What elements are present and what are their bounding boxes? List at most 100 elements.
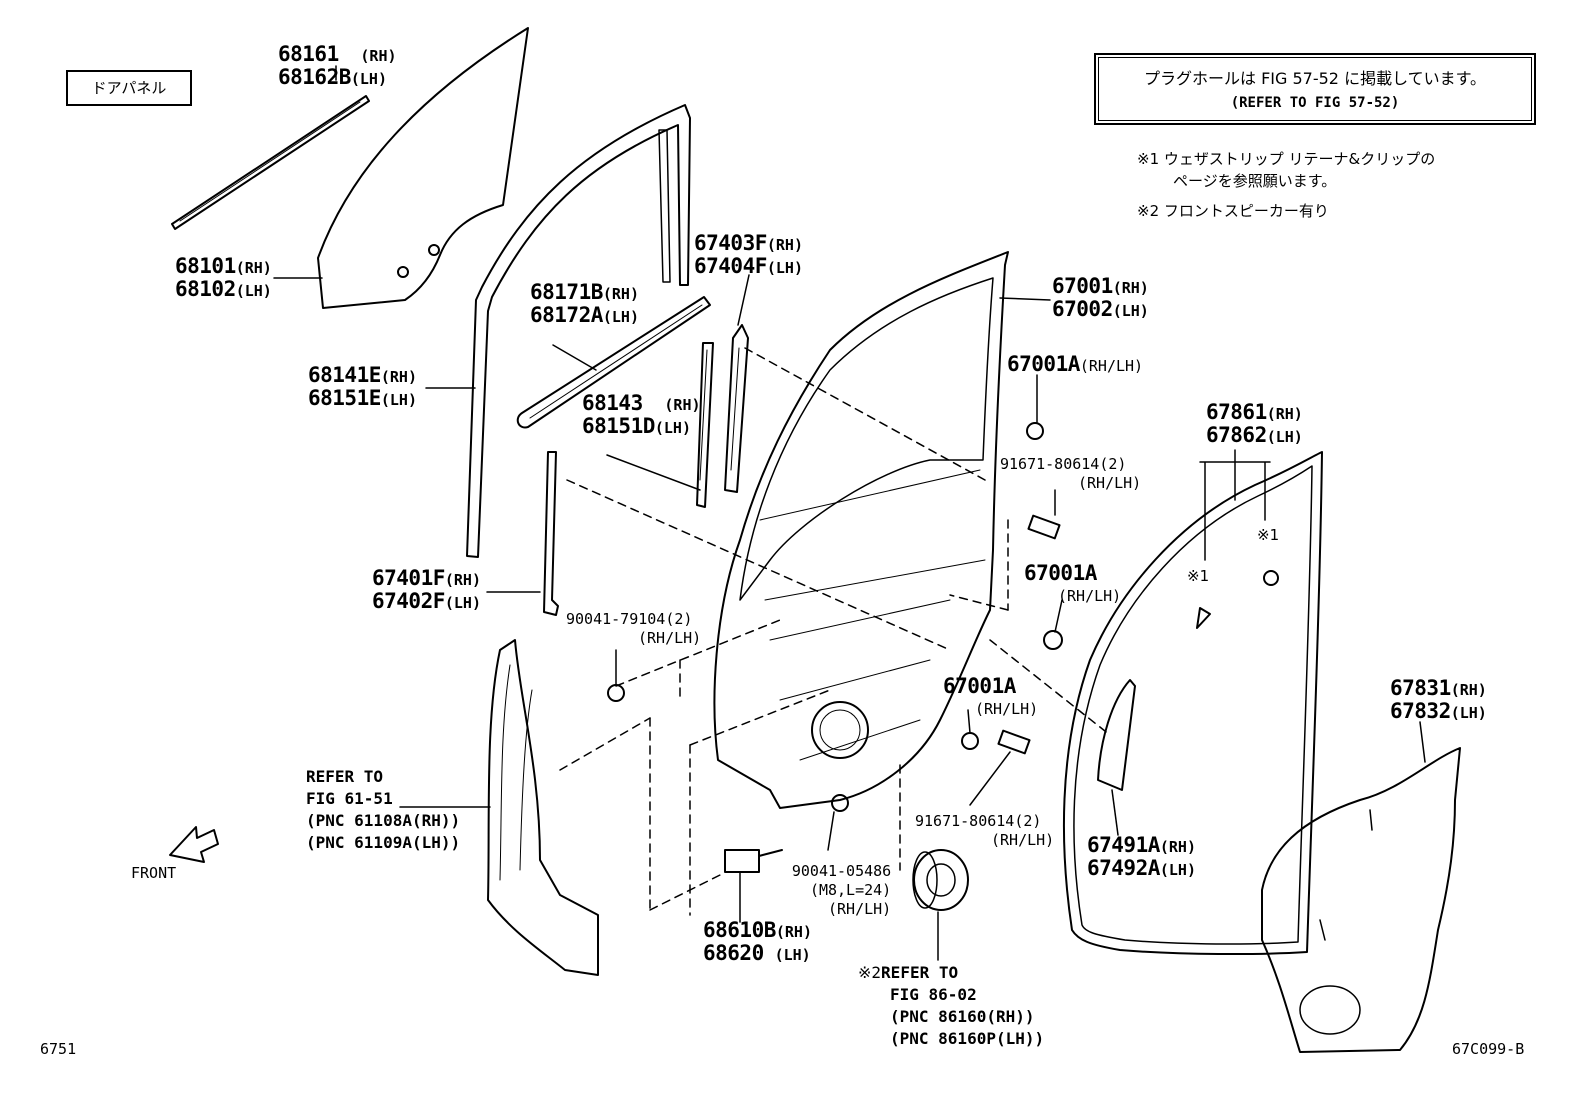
part-label-91671-1[interactable]: 91671-80614(2) (RH/LH) xyxy=(1000,455,1141,493)
rh-tag: (RH) xyxy=(1112,279,1149,297)
leader-lines xyxy=(273,65,1426,961)
rh-lh-tag: (RH/LH) xyxy=(1058,587,1122,605)
door-seal-piece xyxy=(1097,679,1136,791)
door-inner-panel xyxy=(713,251,1009,809)
rh-tag: (RH) xyxy=(235,259,272,277)
footnote-1-text2: ページを参照願います。 xyxy=(1173,172,1337,190)
part-number: 67401F xyxy=(372,566,445,590)
rh-lh-tag: (RH/LH) xyxy=(975,700,1039,718)
outer-belt-moulding xyxy=(171,95,370,230)
lh-tag: (LH) xyxy=(235,282,272,300)
part-number: 67001 xyxy=(1052,274,1113,298)
rear-run-channel xyxy=(724,324,749,493)
ref-line: (PNC 61108A(RH)) xyxy=(306,811,461,830)
service-hole-cover xyxy=(1261,747,1461,1053)
part-label-90041-1[interactable]: 90041-79104(2) (RH/LH) xyxy=(566,610,701,648)
part-label-67001a-3[interactable]: 67001A (RH/LH) xyxy=(943,676,1038,720)
part-label-67491a[interactable]: 67491A(RH) 67492A(LH) xyxy=(1087,835,1196,881)
ref-line: (PNC 61109A(LH)) xyxy=(306,833,461,852)
lh-tag: (LH) xyxy=(654,419,691,437)
part-label-68171b[interactable]: 68171B(RH) 68172A(LH) xyxy=(530,282,639,328)
footnote-2-text: フロントスピーカー有り xyxy=(1163,202,1329,220)
footnote-1-mark: ※1 xyxy=(1137,150,1160,168)
part-label-67401f[interactable]: 67401F(RH) 67402F(LH) xyxy=(372,568,481,614)
fig-86-02-reference[interactable]: ※2REFER TO FIG 86-02 (PNC 86160(RH)) (PN… xyxy=(858,962,1044,1050)
part-label-67001[interactable]: 67001(RH) 67002(LH) xyxy=(1052,276,1149,322)
part-label-68143[interactable]: 68143 (RH) 68151D(LH) xyxy=(582,393,701,439)
part-number: 67001A xyxy=(943,674,1016,698)
ref-line: FIG 86-02 xyxy=(890,985,977,1004)
lh-tag: (LH) xyxy=(350,70,387,88)
note-line-2: (REFER TO FIG 57-52) xyxy=(1230,95,1400,111)
rh-lh-tag: (RH/LH) xyxy=(828,900,892,918)
part-number: 67861 xyxy=(1206,400,1267,424)
door-panel-tag: ドアパネル xyxy=(66,70,192,106)
part-number: 91671-80614(2) xyxy=(915,812,1042,830)
part-label-67001a-2[interactable]: 67001A (RH/LH) xyxy=(1024,563,1121,607)
part-number: 67001A xyxy=(1007,352,1080,376)
part-number: 68101 xyxy=(175,254,236,278)
part-number: 68162B xyxy=(278,65,351,89)
bolt-size: (M8,L=24) xyxy=(809,881,892,899)
part-number: 68141E xyxy=(308,363,381,387)
door-check xyxy=(724,849,783,873)
footnote-mark-1b: ※1 xyxy=(1187,567,1210,585)
ref-line: (PNC 86160P(LH)) xyxy=(890,1029,1045,1048)
rh-tag: (RH) xyxy=(1450,681,1487,699)
fasteners xyxy=(607,422,1279,812)
footnote-2: ※2 フロントスピーカー有り xyxy=(1137,200,1329,222)
part-label-68101[interactable]: 68101(RH) 68102(LH) xyxy=(175,256,272,302)
ref-line: (PNC 86160(RH)) xyxy=(890,1007,1035,1026)
door-glass xyxy=(317,27,529,309)
lh-tag: (LH) xyxy=(444,594,481,612)
figure-code: 67C099-B xyxy=(1452,1040,1525,1058)
part-label-67001a-1[interactable]: 67001A(RH/LH) xyxy=(1007,354,1143,377)
part-number: 67831 xyxy=(1390,676,1451,700)
fig-61-51-reference[interactable]: REFER TO FIG 61-51 (PNC 61108A(RH)) (PNC… xyxy=(306,766,460,854)
note-line-1: プラグホールは FIG 57-52 に掲載しています。 xyxy=(1144,69,1486,88)
rear-channel xyxy=(696,342,714,508)
part-number: 91671-80614(2) xyxy=(1000,455,1127,473)
part-label-91671-2[interactable]: 91671-80614(2) (RH/LH) xyxy=(915,812,1054,850)
plug-hole-note: プラグホールは FIG 57-52 に掲載しています。 (REFER TO FI… xyxy=(1094,53,1536,125)
part-label-68141e[interactable]: 68141E(RH) 68151E(LH) xyxy=(308,365,417,411)
part-number: 68620 xyxy=(703,941,764,965)
part-label-90041-2[interactable]: 90041-05486 (M8,L=24) (RH/LH) xyxy=(776,862,891,919)
part-number: 67403F xyxy=(694,231,767,255)
part-number: 68610B xyxy=(703,918,776,942)
part-label-68161[interactable]: 68161 (RH) 68162B(LH) xyxy=(278,44,397,90)
part-number: 67862 xyxy=(1206,423,1267,447)
footnote-1: ※1 ウェザストリップ リテーナ&クリップの ページを参照願います。 xyxy=(1137,148,1435,192)
door-weatherstrip xyxy=(1062,451,1323,956)
lh-tag: (LH) xyxy=(1266,428,1303,446)
rh-tag: (RH) xyxy=(775,923,812,941)
lh-tag: (LH) xyxy=(380,391,417,409)
part-number: 68161 xyxy=(278,42,339,66)
rh-tag: (RH) xyxy=(380,368,417,386)
lh-tag: (LH) xyxy=(1112,302,1149,320)
speaker xyxy=(912,849,969,911)
footnote-mark-1a: ※1 xyxy=(1257,526,1280,544)
rh-tag: (RH) xyxy=(766,236,803,254)
inner-belt-weatherstrip xyxy=(516,296,711,429)
rh-tag: (RH) xyxy=(1266,405,1303,423)
part-number: 68151E xyxy=(308,386,381,410)
part-label-67861[interactable]: 67861(RH) 67862(LH) xyxy=(1206,402,1303,448)
part-label-67403f[interactable]: 67403F(RH) 67404F(LH) xyxy=(694,233,803,279)
footnote-1-text: ウェザストリップ リテーナ&クリップの xyxy=(1163,150,1436,168)
part-label-68610b[interactable]: 68610B(RH) 68620 (LH) xyxy=(703,920,812,966)
lh-tag: (LH) xyxy=(602,308,639,326)
lh-tag: (LH) xyxy=(766,259,803,277)
part-number: 68151D xyxy=(582,414,655,438)
part-number: 67492A xyxy=(1087,856,1160,880)
front-arrow-icon xyxy=(169,826,219,863)
rh-lh-tag: (RH/LH) xyxy=(1078,474,1142,492)
part-number: 68143 xyxy=(582,391,643,415)
part-label-67831[interactable]: 67831(RH) 67832(LH) xyxy=(1390,678,1487,724)
part-number: 67002 xyxy=(1052,297,1113,321)
rh-tag: (RH) xyxy=(1159,838,1196,856)
part-number: 90041-05486 xyxy=(791,862,892,880)
rh-tag: (RH) xyxy=(602,285,639,303)
